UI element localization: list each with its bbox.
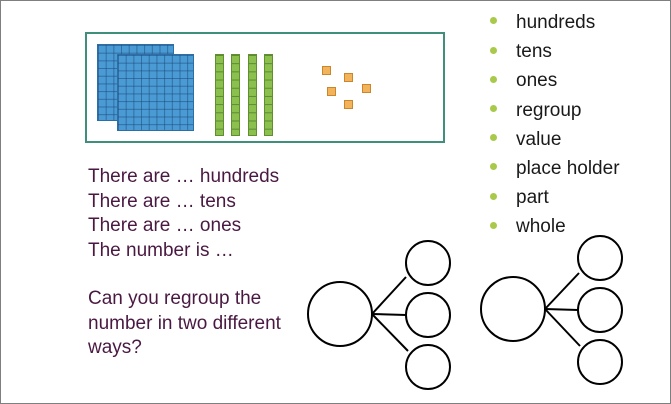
sentence-stems: There are … hundreds There are … tens Th… xyxy=(88,165,279,263)
part-circle xyxy=(577,339,623,385)
vocab-label: place holder xyxy=(516,157,620,179)
bullet-dot-icon xyxy=(490,192,497,200)
vocab-label: regroup xyxy=(516,99,582,121)
one-cube-block xyxy=(344,73,353,82)
bullet-dot-icon xyxy=(490,17,497,25)
vocab-item: regroup xyxy=(490,98,620,127)
part-whole-diagram-2 xyxy=(480,235,623,385)
one-cube-block xyxy=(344,100,353,109)
regroup-question: Can you regroup the number in two differ… xyxy=(88,288,281,358)
connector-line xyxy=(371,313,409,352)
sentence-ones: There are … ones xyxy=(88,215,242,236)
whole-circle xyxy=(307,281,373,347)
connector-line xyxy=(544,308,579,311)
vocab-item: ones xyxy=(490,68,620,97)
vocab-item: tens xyxy=(490,39,620,68)
vocab-item: place holder xyxy=(490,156,620,185)
one-cube-block xyxy=(327,87,336,96)
part-circle xyxy=(405,240,451,286)
ten-rod-block xyxy=(231,54,240,136)
sentence-tens: There are … tens xyxy=(88,190,236,212)
vocab-item: part xyxy=(490,185,620,214)
part-whole-diagram-1 xyxy=(307,240,451,390)
vocab-label: part xyxy=(516,187,549,209)
connector-line xyxy=(371,276,407,315)
one-cube-block xyxy=(362,84,371,93)
part-circle xyxy=(577,287,623,333)
part-circle xyxy=(405,292,451,338)
ten-rod-block xyxy=(248,54,257,136)
connector-line xyxy=(544,272,580,310)
vocab-item: value xyxy=(490,127,620,156)
sentence-number: The number is … xyxy=(88,239,234,261)
connector-line xyxy=(544,308,581,347)
bullet-dot-icon xyxy=(490,46,497,54)
vocab-label: whole xyxy=(516,216,566,238)
base-ten-blocks-frame xyxy=(85,32,445,143)
connector-line xyxy=(371,313,407,316)
ten-rod-block xyxy=(215,54,224,136)
bullet-dot-icon xyxy=(490,75,497,83)
part-circle xyxy=(405,344,451,390)
vocab-label: hundreds xyxy=(516,12,596,33)
vocab-item: hundreds xyxy=(490,10,620,39)
whole-circle xyxy=(480,276,546,342)
vocab-label: tens xyxy=(516,41,552,63)
one-cube-block xyxy=(322,66,331,75)
bullet-dot-icon xyxy=(490,163,497,171)
sentence-hundreds: There are … hundreds xyxy=(88,166,280,187)
vocab-item: whole xyxy=(490,214,620,243)
vocabulary-list: hundreds tens ones regroup value place h… xyxy=(490,10,620,244)
part-circle xyxy=(577,235,623,281)
bullet-dot-icon xyxy=(490,134,497,142)
bullet-dot-icon xyxy=(490,105,497,113)
vocab-label: value xyxy=(516,128,562,150)
bullet-dot-icon xyxy=(490,221,497,229)
hundred-flat-block xyxy=(117,54,194,131)
ten-rod-block xyxy=(264,54,273,136)
vocab-label: ones xyxy=(516,70,558,92)
